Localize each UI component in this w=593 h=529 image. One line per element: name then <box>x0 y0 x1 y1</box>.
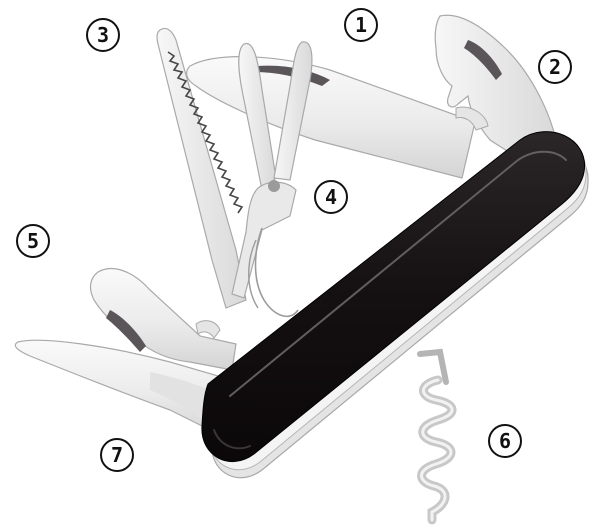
large-blade <box>187 57 475 178</box>
callout-1: 1 <box>344 8 378 42</box>
callout-5: 5 <box>16 224 50 258</box>
callout-6: 6 <box>488 424 522 458</box>
callout-7: 7 <box>100 438 134 472</box>
callout-4: 4 <box>314 180 348 214</box>
callout-2: 2 <box>538 50 572 84</box>
callout-3: 3 <box>86 18 120 52</box>
knife-handle <box>202 132 585 462</box>
corkscrew <box>420 352 452 520</box>
